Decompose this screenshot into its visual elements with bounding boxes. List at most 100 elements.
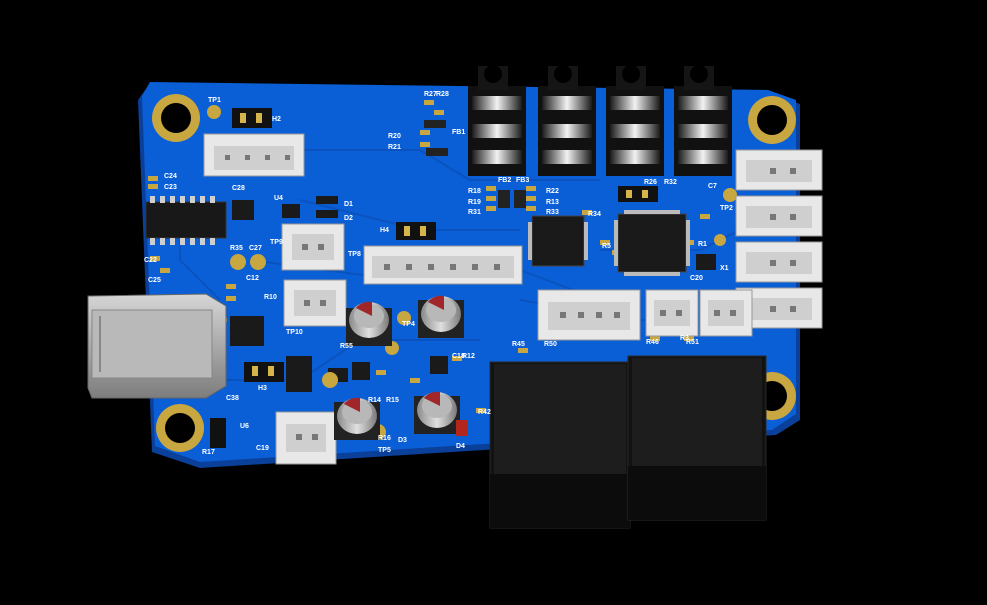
silk-r32: R32 [664, 179, 677, 186]
silk-tp2: TP2 [720, 205, 733, 212]
silk-r26: R26 [644, 179, 657, 186]
silk-c18: C18 [452, 353, 465, 360]
audio-jack [606, 65, 664, 176]
silk-tp5: TP5 [378, 447, 391, 454]
electrolytic-capacitor [418, 295, 464, 338]
silk-r33: R33 [546, 209, 559, 216]
silk-r22: R22 [546, 188, 559, 195]
silk-h4: H4 [380, 227, 389, 234]
ferrite-bead [424, 120, 526, 208]
silk-tp8: TP8 [348, 251, 361, 258]
silk-c19: C19 [256, 445, 269, 452]
silk-tp1: TP1 [208, 97, 221, 104]
silk-r1: R1 [698, 241, 707, 248]
test-point-tp1 [207, 105, 221, 119]
mounting-hole [748, 96, 796, 144]
silk-c7: C7 [708, 183, 717, 190]
silk-r42: R42 [478, 409, 491, 416]
jumper-h4 [396, 222, 436, 240]
audio-jack [468, 65, 526, 176]
silk-tp9: TP9 [270, 239, 283, 246]
rj-jack-right [627, 355, 767, 521]
two-pin-connector [699, 289, 753, 337]
silk-c23: C23 [164, 184, 177, 191]
silk-r15: R15 [386, 397, 399, 404]
silk-r5: R5 [602, 243, 611, 250]
smd-component [230, 196, 716, 392]
ic-audio-codec [528, 215, 588, 267]
silk-r12: R12 [462, 353, 475, 360]
ic-microcontroller [614, 210, 690, 276]
jumper-r26 [618, 186, 658, 202]
rj-jack-left [489, 361, 631, 529]
electrolytic-capacitor [334, 397, 380, 440]
audio-jack [674, 65, 732, 176]
silk-c22: C22 [144, 257, 157, 264]
right-connector [735, 241, 823, 283]
jumper-h2 [232, 108, 272, 128]
silk-c25: C25 [148, 277, 161, 284]
silk-u6: U6 [240, 423, 249, 430]
silk-r28: R28 [436, 91, 449, 98]
silk-c12: C12 [246, 275, 259, 282]
audio-jack [538, 65, 596, 176]
six-pin-connector [363, 245, 523, 285]
silk-r19: R19 [468, 199, 481, 206]
ic-soic-left [145, 196, 227, 245]
four-pin-connector [537, 289, 641, 341]
silk-c27: C27 [249, 245, 262, 252]
right-connector [735, 149, 823, 191]
silk-c28: C28 [232, 185, 245, 192]
silk-d1: D1 [344, 201, 353, 208]
silk-r16: R16 [378, 435, 391, 442]
silk-u4: U4 [274, 195, 283, 202]
silk-tp10: TP10 [286, 329, 303, 336]
right-connector [735, 195, 823, 237]
top-left-white-connector [203, 133, 305, 177]
diode-d4 [456, 420, 468, 436]
silk-r18: R18 [468, 188, 481, 195]
silk-r34: R34 [588, 211, 601, 218]
silk-d3: D3 [398, 437, 407, 444]
silk-h3: H3 [258, 385, 267, 392]
silk-c38: C38 [226, 395, 239, 402]
silk-r13: R13 [546, 199, 559, 206]
silk-r46: R46 [646, 339, 659, 346]
silk-r3: R3 [680, 335, 689, 342]
silkscreen-labels: TP1 H2 C28 C24 C23 U4 D1 D2 R35 C27 C22 … [144, 91, 733, 456]
electrolytic-capacitor [414, 391, 460, 434]
silk-c24: C24 [164, 173, 177, 180]
connector-tp8 [281, 223, 345, 271]
silk-r31: R31 [468, 209, 481, 216]
usb-b-connector [87, 293, 227, 399]
silk-r27: R27 [424, 91, 437, 98]
silk-fb2: FB2 [498, 177, 511, 184]
two-pin-connector [645, 289, 699, 337]
silk-r45: R45 [512, 341, 525, 348]
jumper-h3 [244, 362, 284, 382]
silk-fb3: FB3 [516, 177, 529, 184]
silk-c20: C20 [690, 275, 703, 282]
silk-d2: D2 [344, 215, 353, 222]
silk-r10: R10 [264, 294, 277, 301]
silk-tp4: TP4 [402, 321, 415, 328]
silk-r51: R51 [686, 339, 699, 346]
silk-r35: R35 [230, 245, 243, 252]
silk-r17: R17 [202, 449, 215, 456]
silk-fb1: FB1 [452, 129, 465, 136]
silk-x1: X1 [720, 265, 729, 272]
silk-r55: R55 [340, 343, 353, 350]
mounting-hole [152, 94, 200, 142]
silk-d4: D4 [456, 443, 465, 450]
silk-r21: R21 [388, 144, 401, 151]
silk-r50: R50 [544, 341, 557, 348]
electrolytic-capacitor [346, 301, 392, 346]
silk-r14: R14 [368, 397, 381, 404]
silk-h2: H2 [272, 116, 281, 123]
connector-tp5 [275, 411, 337, 465]
silk-r20: R20 [388, 133, 401, 140]
mounting-hole [156, 404, 204, 452]
ic-u6 [210, 418, 226, 448]
connector-tp9 [283, 279, 347, 327]
